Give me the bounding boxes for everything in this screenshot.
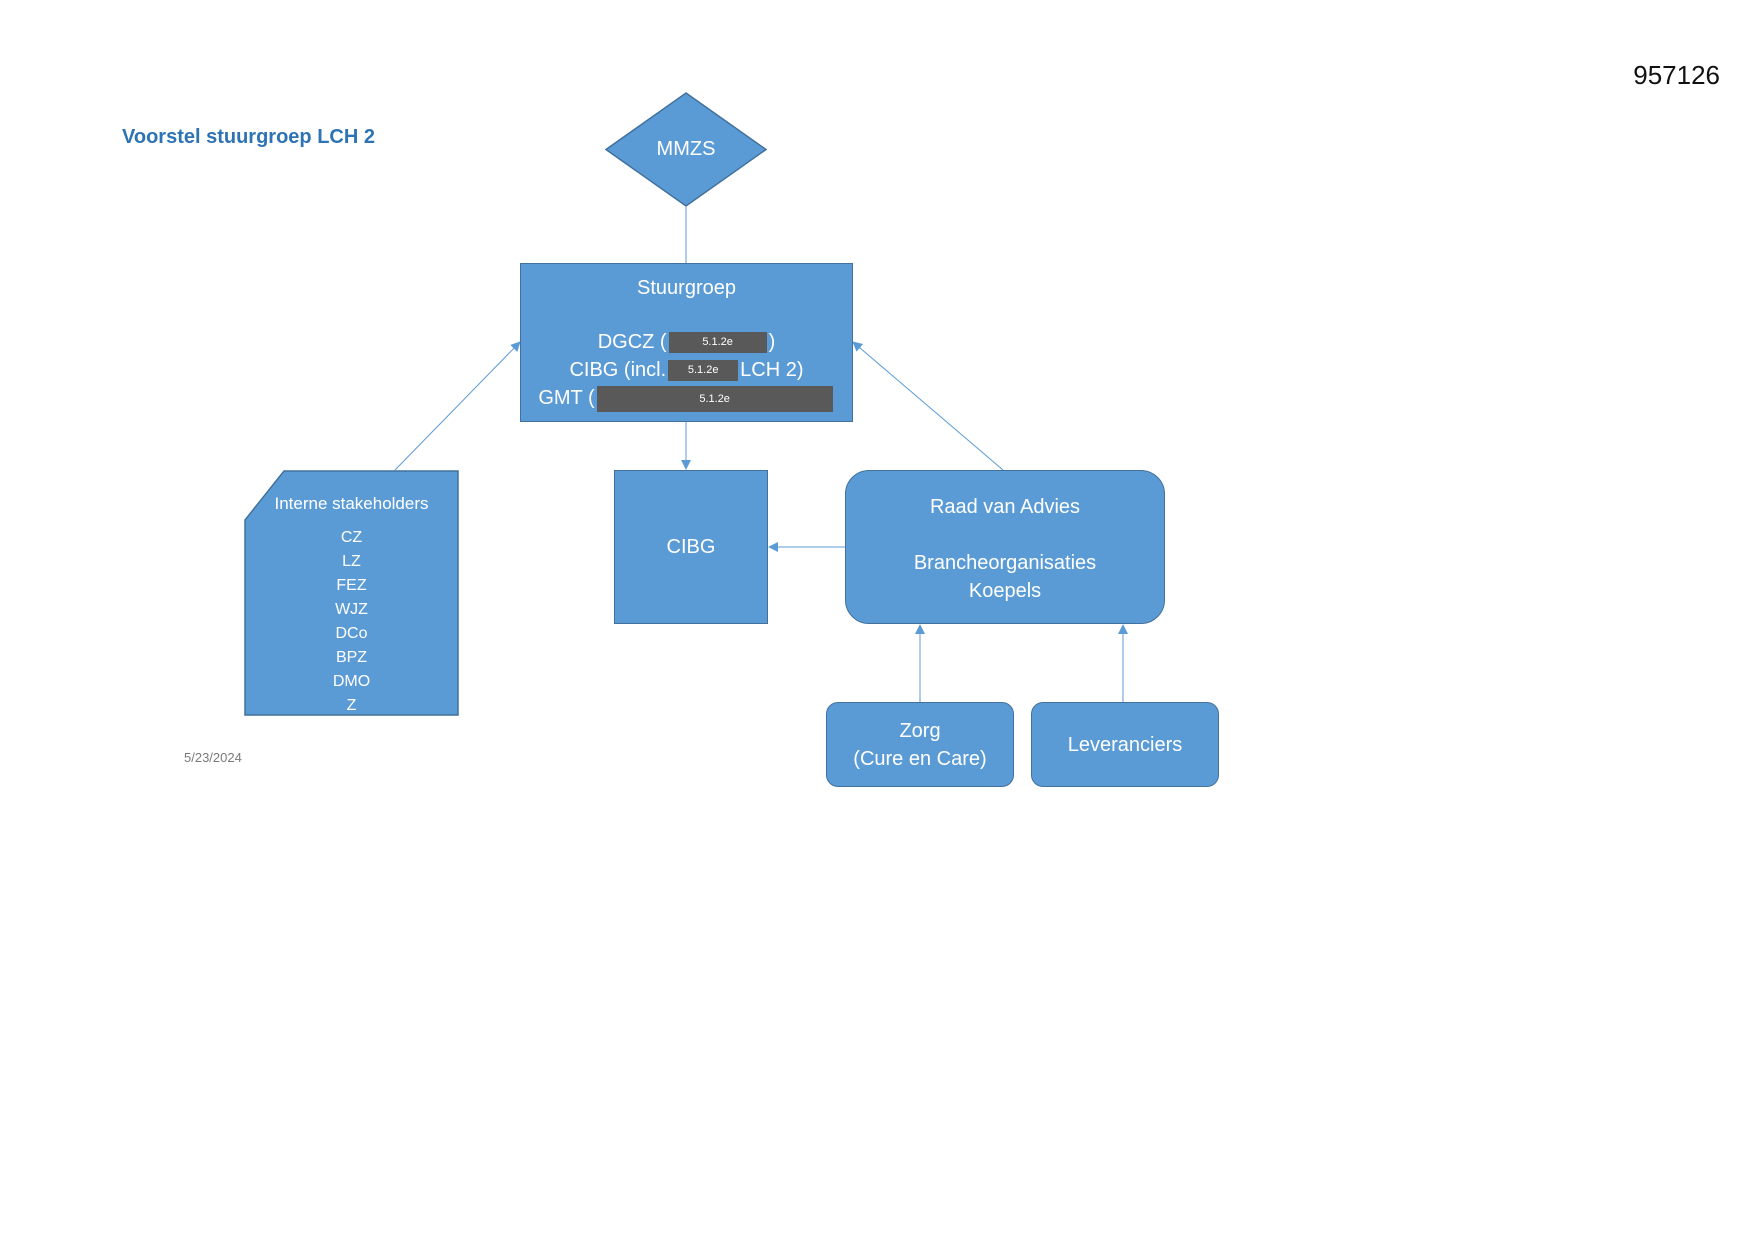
cibg-node: CIBG	[614, 470, 768, 624]
connector-raad-stuurgroep	[852, 341, 1004, 471]
redaction-box: 5.1.2e	[596, 385, 833, 412]
cibg-label: CIBG	[666, 536, 716, 558]
stakeholder-item: DCo	[335, 625, 368, 642]
member-prefix: CIBG (incl.	[569, 359, 667, 381]
stakeholder-item: BPZ	[335, 649, 368, 666]
redaction-box: 5.1.2e	[668, 332, 767, 354]
raad-van-advies-title: Raad van Advies	[929, 496, 1081, 518]
raad-line-koepels: Koepels	[968, 580, 1042, 602]
document-id-number: 957126	[1633, 60, 1720, 90]
stuurgroep-node: Stuurgroep DGCZ (5.1.2e) CIBG (incl.5.1.…	[520, 263, 853, 422]
raad-van-advies-node: Raad van Advies Brancheorganisaties Koep…	[845, 470, 1165, 624]
redaction-box: 5.1.2e	[668, 360, 739, 382]
member-suffix: )	[768, 331, 776, 353]
interne-stakeholders-node: Interne stakeholders CZ LZ FEZ WJZ DCo B…	[244, 470, 459, 716]
diamond-shape	[604, 92, 768, 207]
mmzs-label: MMZS	[656, 138, 716, 160]
mmzs-node: MMZS	[604, 92, 768, 207]
zorg-subtitle: (Cure en Care)	[853, 747, 987, 770]
stuurgroep-title: Stuurgroep	[637, 277, 736, 299]
stakeholder-item: WJZ	[335, 601, 368, 618]
interne-stakeholders-shape	[244, 470, 459, 716]
leveranciers-label: Leveranciers	[1067, 733, 1183, 756]
member-prefix: GMT (	[538, 387, 595, 409]
interne-stakeholders-title: Interne stakeholders	[274, 494, 429, 513]
stakeholder-item: LZ	[342, 553, 361, 570]
stakeholder-item: Z	[346, 697, 357, 714]
connector-interne-stuurgroep	[394, 341, 521, 471]
raad-line-brancheorganisaties: Brancheorganisaties	[913, 552, 1097, 574]
stakeholder-item: FEZ	[336, 577, 367, 594]
stuurgroep-member-gmt: GMT (5.1.2e	[538, 384, 834, 412]
document-date: 5/23/2024	[184, 750, 242, 765]
stuurgroep-member-dgcz: DGCZ (5.1.2e)	[597, 328, 776, 356]
member-suffix: LCH 2)	[740, 359, 804, 381]
stakeholder-item: DMO	[332, 673, 371, 690]
member-prefix: DGCZ (	[597, 331, 667, 353]
document-title: Voorstel stuurgroep LCH 2	[122, 126, 375, 148]
zorg-node: Zorg (Cure en Care)	[826, 702, 1014, 787]
leveranciers-node: Leveranciers	[1031, 702, 1219, 787]
zorg-title: Zorg	[899, 719, 941, 742]
stakeholder-item: CZ	[340, 529, 363, 546]
